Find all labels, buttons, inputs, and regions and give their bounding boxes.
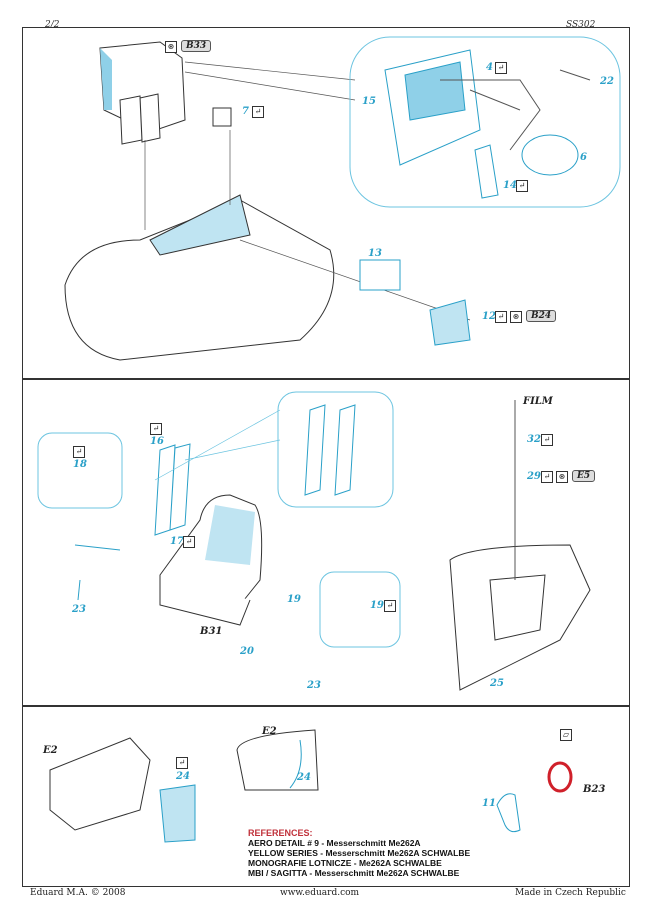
part-15: 15 [362, 96, 376, 107]
part-14: 14 [503, 180, 517, 191]
part-13: 13 [368, 248, 382, 259]
copyright: Eduard M.A. © 2008 [30, 888, 126, 898]
fold-icon: ↵ [495, 62, 507, 74]
part-32: 32 [527, 434, 541, 445]
page-number: 2/2 [45, 20, 60, 30]
part-18: 18 [73, 459, 87, 470]
references-title: REFERENCES: [248, 828, 313, 838]
film-label: FILM [523, 396, 553, 407]
part-17: 17 [170, 536, 184, 547]
part-24-b: 24 [297, 772, 311, 783]
paint-icon: ⊛ [510, 311, 522, 323]
part-19-detail: 19 [370, 600, 384, 611]
reference-item: AERO DETAIL # 9 - Messerschmitt Me262A [248, 838, 421, 848]
references: REFERENCES: AERO DETAIL # 9 - Messerschm… [248, 828, 470, 878]
part-23-b: 23 [307, 680, 321, 691]
panel-instrument-panel [22, 27, 630, 380]
paint-icon: ⊛ [556, 471, 568, 483]
fold-icon: ↵ [516, 180, 528, 192]
part-20: 20 [240, 646, 254, 657]
color-ref-b33: B33 [181, 40, 212, 52]
panel-seat [22, 378, 630, 707]
fold-icon: ↵ [183, 536, 195, 548]
fuselage-drawing [64, 199, 335, 361]
fold-icon: ↵ [176, 757, 188, 769]
color-ref-b23: B23 [583, 784, 606, 795]
reference-item: MBI / SAGITTA - Messerschmitt Me262A SCH… [248, 868, 460, 878]
fold-icon: ↵ [541, 471, 553, 483]
part-29: 29 [527, 471, 541, 482]
part-22: 22 [600, 76, 614, 87]
fold-icon: ↵ [495, 311, 507, 323]
color-ref-e2-b: E2 [262, 726, 277, 737]
part-23: 23 [72, 604, 86, 615]
part-25: 25 [490, 678, 504, 689]
fold-icon: ↵ [150, 423, 162, 435]
paint-icon: ⊛ [165, 41, 177, 53]
fold-icon: ↵ [541, 434, 553, 446]
color-ref-b24: B24 [526, 310, 557, 322]
fold-icon: ↵ [252, 106, 264, 118]
origin: Made in Czech Republic [515, 888, 626, 898]
website-link[interactable]: www.eduard.com [280, 888, 360, 898]
cabinet-drawing [49, 737, 151, 831]
fold-icon: ↵ [73, 446, 85, 458]
kit-code: SS302 [566, 20, 596, 30]
part-6: 6 [580, 152, 587, 163]
part-11: 11 [482, 798, 496, 809]
part-24: 24 [176, 771, 190, 782]
part-16: 16 [150, 436, 164, 447]
reference-item: YELLOW SERIES - Messerschmitt Me262A SCH… [248, 848, 471, 858]
reference-item: MONOGRAFIE LOTNICZE - Me262A SCHWALBE [248, 858, 442, 868]
part-19: 19 [287, 594, 301, 605]
part-4: 4 [486, 62, 493, 73]
fold-icon: ↵ [384, 600, 396, 612]
part-12: 12 [482, 311, 496, 322]
film-icon: ▱ [560, 729, 572, 741]
panel-details [22, 705, 630, 887]
color-ref-b31: B31 [200, 626, 223, 637]
color-ref-e2: E2 [43, 745, 58, 756]
part-7: 7 [242, 106, 249, 117]
color-ref-e5: E5 [572, 470, 596, 482]
